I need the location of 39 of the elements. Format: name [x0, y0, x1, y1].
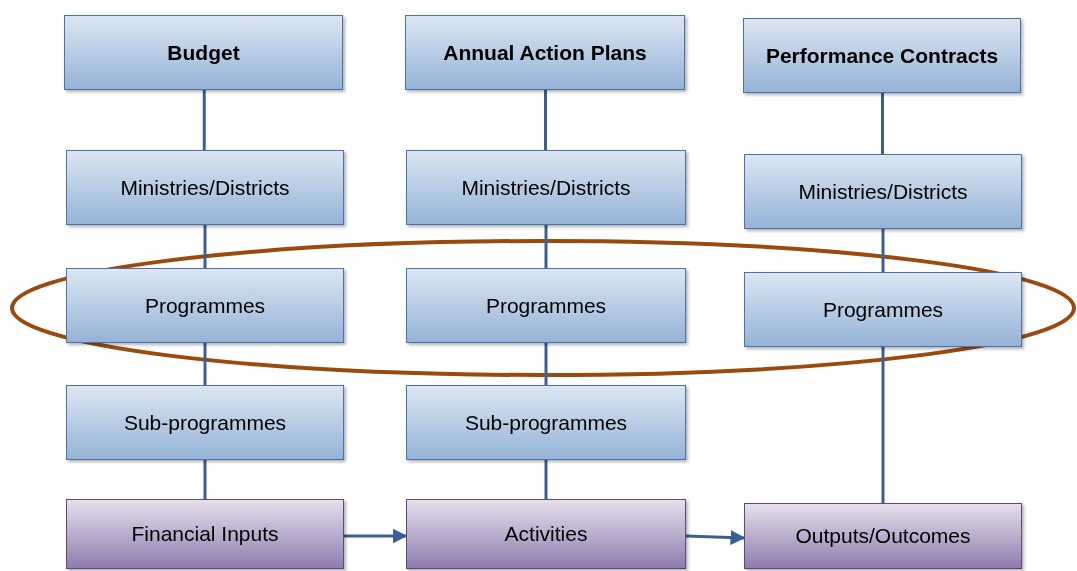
header-box	[405, 15, 685, 90]
box-label: Financial Inputs	[131, 521, 279, 548]
box-label: Ministries/Districts	[461, 174, 631, 201]
box-label: Programmes	[144, 292, 266, 319]
box-label: Ministries/Districts	[120, 174, 290, 201]
process-box	[406, 499, 686, 569]
arrow	[344, 528, 408, 544]
box-label: Programmes	[485, 292, 607, 319]
connector-line	[881, 229, 885, 272]
box-label: Budget	[167, 39, 240, 66]
arrow	[685, 530, 746, 546]
process-box	[744, 154, 1022, 229]
box-label: Programmes	[822, 296, 944, 323]
process-box	[406, 268, 686, 343]
box-label: Sub-programmes	[464, 409, 628, 436]
process-box	[66, 499, 344, 569]
process-box	[406, 150, 686, 225]
box-label: Outputs/Outcomes	[795, 523, 971, 550]
box-label: Sub-programmes	[123, 409, 287, 436]
connector-line	[881, 93, 884, 154]
connector-line	[881, 347, 885, 503]
box-label: Performance Contracts	[765, 42, 999, 69]
connector-line	[202, 90, 206, 150]
connector-line	[544, 90, 547, 150]
process-box	[66, 385, 344, 460]
connector-line	[544, 460, 548, 499]
connector-line	[203, 460, 207, 499]
box-label: Activities	[504, 521, 588, 548]
connector-line	[544, 225, 548, 268]
process-box	[744, 503, 1022, 569]
process-box	[66, 268, 344, 343]
box-label: Annual Action Plans	[443, 39, 647, 66]
connector-line	[544, 343, 548, 385]
box-label: Ministries/Districts	[798, 178, 968, 205]
process-box	[744, 272, 1022, 347]
process-box	[406, 385, 686, 460]
process-box	[66, 150, 344, 225]
header-box	[743, 18, 1021, 93]
header-box	[64, 15, 343, 90]
